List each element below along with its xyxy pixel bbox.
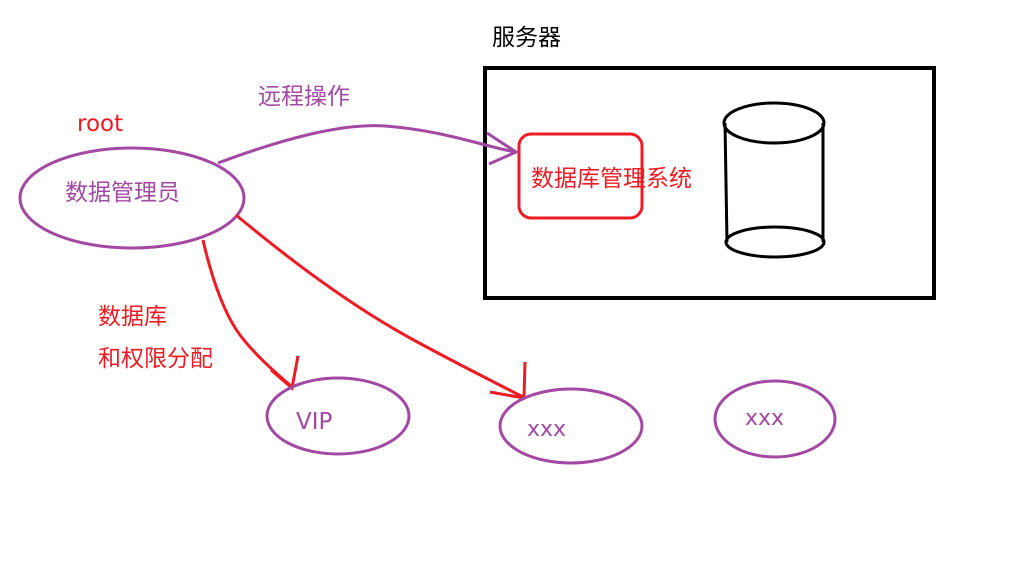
dbms-label: 数据库管理系统 <box>531 166 692 192</box>
permission-label-line2: 和权限分配 <box>98 346 213 372</box>
admin-role-label: root <box>77 111 124 137</box>
dbms-box <box>517 132 644 220</box>
database-cylinder-icon <box>722 101 826 259</box>
server-box <box>483 66 936 300</box>
user-ellipse-xxx-1 <box>498 387 644 465</box>
user-ellipse-vip <box>265 376 411 456</box>
remote-op-label: 远程操作 <box>258 84 350 110</box>
server-label: 服务器 <box>492 25 561 51</box>
admin-ellipse <box>18 146 246 250</box>
user-ellipse-xxx-2 <box>713 379 837 459</box>
admin-name-label: 数据管理员 <box>65 180 180 206</box>
user-label-xxx-2: xxx <box>745 406 785 431</box>
remote-op-arrow <box>217 124 520 166</box>
permission-arrow-vip <box>201 239 300 391</box>
permission-label-line1: 数据库 <box>98 304 167 330</box>
user-label-vip: VIP <box>296 409 333 435</box>
user-label-xxx-1: xxx <box>527 417 567 442</box>
permission-arrow-xxx <box>235 213 527 400</box>
